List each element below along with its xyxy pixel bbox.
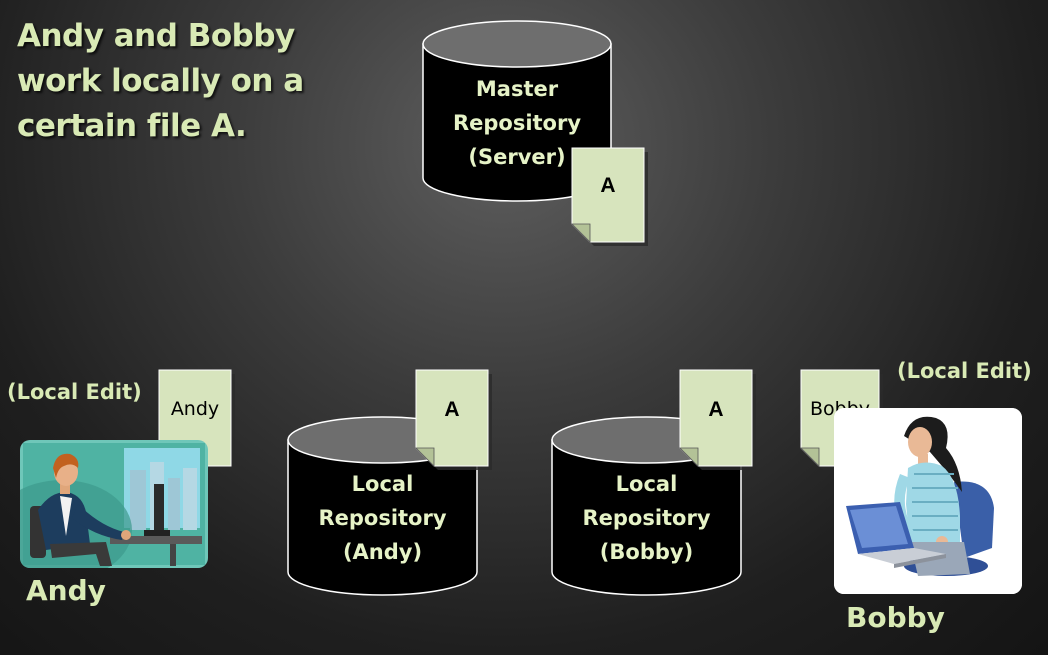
document-icon [415, 369, 492, 470]
master-file-a-document: A [571, 147, 648, 246]
bobby-repo-line-1: Local [615, 472, 678, 496]
database-cylinder-icon [422, 20, 612, 202]
woman-at-laptop-icon [834, 408, 1022, 594]
heading-line-1: Andy and Bobby [17, 18, 295, 54]
bobby-repo-line-3: (Bobby) [599, 540, 694, 564]
bobby-avatar [834, 408, 1022, 594]
heading-line-3: certain file A. [17, 108, 247, 144]
bobby-local-edit-label: (Local Edit) [897, 359, 1032, 383]
bobby-repo-file-a-document: A [679, 369, 756, 470]
bobby-repo-doc-label: A [708, 398, 724, 421]
andy-repo-doc-label: A [444, 398, 460, 421]
master-repo-line-1: Master [475, 77, 559, 101]
heading-line-2: work locally on a [17, 63, 304, 99]
andy-repo-line-1: Local [351, 472, 414, 496]
slide-heading: Andy and Bobby work locally on a certain… [17, 14, 317, 149]
master-repo-line-3: (Server) [468, 145, 566, 169]
master-repository-cylinder: Master Repository (Server) [422, 20, 612, 202]
andy-repo-line-3: (Andy) [342, 540, 423, 564]
andy-edit-doc-label: Andy [170, 398, 220, 420]
bobby-repo-line-2: Repository [582, 506, 711, 530]
master-repo-line-2: Repository [452, 111, 582, 135]
document-icon [679, 369, 756, 470]
andy-local-edit-label: (Local Edit) [7, 380, 142, 404]
andy-repo-line-2: Repository [318, 506, 447, 530]
man-at-computer-icon [20, 440, 208, 568]
andy-repo-file-a-document: A [415, 369, 492, 470]
andy-avatar [20, 440, 208, 568]
andy-name-label: Andy [26, 574, 106, 607]
master-doc-label: A [600, 174, 616, 197]
bobby-name-label: Bobby [846, 601, 945, 634]
document-icon [571, 147, 648, 246]
